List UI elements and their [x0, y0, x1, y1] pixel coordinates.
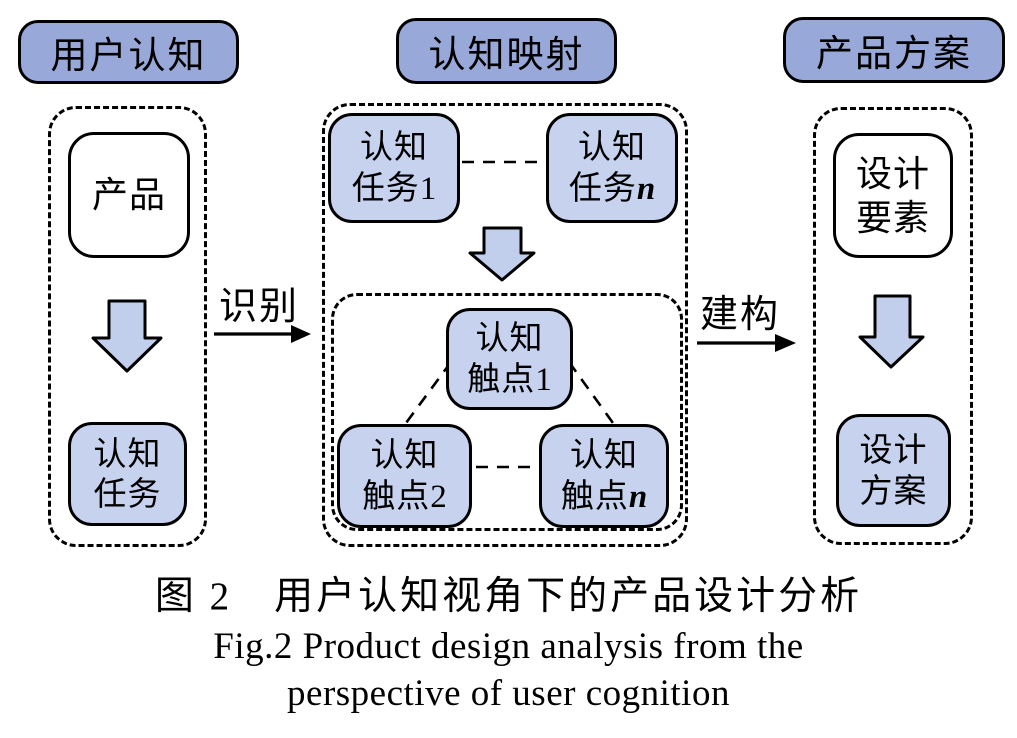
cognitive-touchpoint-2-line2: 触点2: [362, 476, 447, 515]
cognitive-touchpoint-n-suffix: n: [628, 478, 648, 515]
design-elements-line1: 设计: [855, 152, 930, 194]
cognitive-task-box: 认知 任务: [68, 422, 187, 526]
construct-label: 建构: [699, 293, 780, 336]
down-block-arrow-middle-icon: [468, 226, 536, 282]
construct-arrow-head-icon: [775, 334, 796, 352]
cognitive-touchpoint-n-box: 认知 触点n: [539, 424, 669, 528]
cognitive-touchpoint-1-line2: 触点1: [467, 359, 552, 398]
cognitive-touchpoint-1-box: 认知 触点1: [446, 308, 573, 410]
user-cognition-container: [48, 106, 207, 547]
product-box: 产品: [68, 132, 190, 258]
dashed-link-touch1-touch2-icon: [404, 361, 453, 424]
touchpoint-group-container: [331, 293, 683, 531]
cognitive-touchpoint-2-line1: 认知: [370, 436, 439, 474]
cognitive-task-1-line2: 任务1: [351, 168, 437, 207]
identify-label: 识别: [218, 285, 299, 328]
cognitive-task-line1: 认知: [93, 434, 162, 472]
down-block-arrow-left-icon: [91, 299, 163, 373]
identify-arrow-head-icon: [291, 325, 311, 343]
caption-english-line1: Fig.2 Product design analysis from the: [213, 625, 804, 667]
design-elements-box: 设计 要素: [833, 133, 953, 258]
cognitive-task-n-suffix: n: [636, 170, 656, 207]
caption-english-line2: perspective of user cognition: [287, 673, 730, 715]
cognitive-task-1-suffix: 1: [419, 170, 437, 207]
cognitive-task-1-line1: 认知: [360, 128, 428, 166]
design-solution-line2: 方案: [859, 471, 928, 509]
product-solution-container: [813, 107, 973, 545]
cognitive-touchpoint-2-box: 认知 触点2: [337, 424, 472, 528]
header-product-solution: 产品方案: [783, 17, 1005, 83]
header-cognitive-mapping: 认知映射: [396, 18, 617, 84]
caption-chinese: 图 2 用户认知视角下的产品设计分析: [154, 575, 863, 618]
design-elements-line2: 要素: [855, 196, 930, 238]
cognitive-touchpoint-1-suffix: 1: [535, 361, 552, 398]
cognitive-task-n-line1: 认知: [578, 128, 646, 166]
cognitive-touchpoint-n-line2: 触点n: [560, 476, 648, 515]
product-label: 产品: [91, 174, 166, 216]
figure-caption: 图 2 用户认知视角下的产品设计分析 Fig.2 Product design …: [0, 572, 1017, 717]
connector-lines-layer: [91, 160, 925, 469]
design-solution-line1: 设计: [859, 431, 928, 469]
cognitive-touchpoint-1-line1: 认知: [475, 319, 544, 357]
cognitive-task-1-box: 认知 任务1: [328, 113, 460, 223]
cognitive-task-n-line2: 任务n: [568, 168, 656, 207]
cognitive-touchpoint-n-line1: 认知: [570, 436, 638, 474]
cognitive-touchpoint-2-suffix: 2: [430, 478, 447, 515]
cognitive-task-n-box: 认知 任务n: [546, 113, 678, 223]
cognitive-task-line2: 任务: [93, 475, 162, 512]
header-user-cognition: 用户认知: [18, 20, 239, 84]
design-solution-box: 设计 方案: [836, 414, 951, 527]
down-block-arrow-right-icon: [858, 294, 925, 369]
cognitive-mapping-container: [322, 103, 688, 547]
